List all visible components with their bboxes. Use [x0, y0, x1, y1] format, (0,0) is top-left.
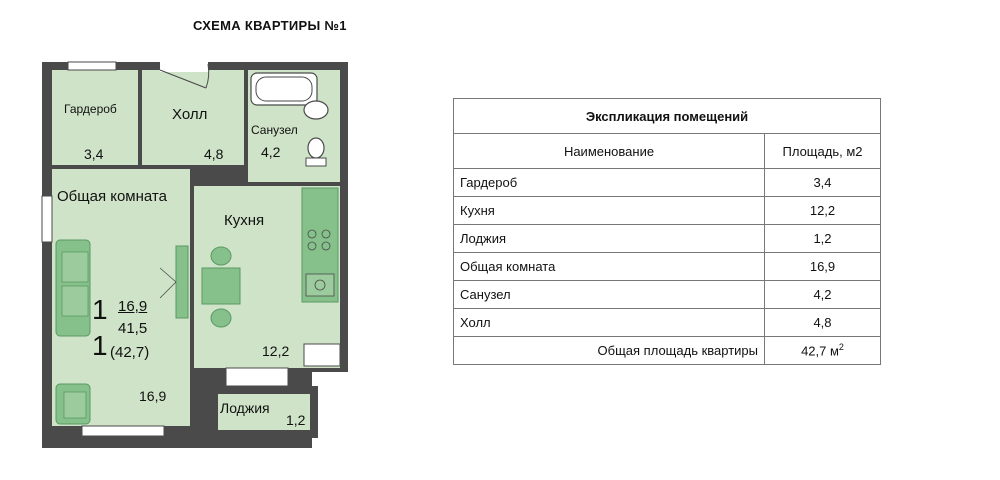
- room-label-garderob: Гардероб: [64, 102, 117, 116]
- total-area-value: 42,7 м: [801, 343, 839, 359]
- row-area: 4,2: [764, 280, 881, 309]
- code-type: 1: [92, 330, 108, 361]
- row-name: Общая комната: [453, 252, 765, 281]
- room-area-sanuzel: 4,2: [261, 144, 281, 160]
- room-lodzhiya: [218, 394, 310, 430]
- room-label-kuhnya: Кухня: [224, 212, 265, 229]
- sink-icon: [303, 100, 329, 120]
- row-area: 4,8: [764, 308, 881, 337]
- room-label-lodzhiya: Лоджия: [220, 400, 270, 416]
- row-name: Кухня: [453, 196, 765, 225]
- code-rooms: 1: [92, 294, 108, 325]
- kitchen-sink-icon: [305, 273, 335, 297]
- room-label-sanuzel: Санузел: [251, 123, 298, 137]
- room-label-obshaya: Общая комната: [57, 188, 167, 205]
- total-area-unit-sup: 2: [838, 342, 844, 353]
- table-row: Санузел 4,2: [453, 280, 881, 309]
- row-area: 12,2: [764, 196, 881, 225]
- room-label-holl: Холл: [172, 106, 208, 123]
- stove-icon: [307, 229, 317, 239]
- balcony-door: [225, 367, 289, 387]
- page-title: СХЕМА КВАРТИРЫ №1: [193, 18, 347, 33]
- room-area-holl: 4,8: [204, 146, 224, 162]
- room-area-garderob: 3,4: [84, 146, 104, 162]
- table-row: Гардероб 3,4: [453, 168, 881, 197]
- row-area: 1,2: [764, 224, 881, 253]
- table-row: Кухня 12,2: [453, 196, 881, 225]
- room-holl: [142, 70, 244, 165]
- row-name: Санузел: [453, 280, 765, 309]
- row-area: 16,9: [764, 252, 881, 281]
- table-total-row: Общая площадь квартиры 42,7 м2: [453, 336, 881, 365]
- table-caption: Экспликация помещений: [453, 98, 881, 134]
- row-area: 3,4: [764, 168, 881, 197]
- dining-table-icon: [201, 267, 241, 305]
- code-total-area: 41,5: [118, 320, 148, 337]
- table-row: Холл 4,8: [453, 308, 881, 337]
- column-header-name: Наименование: [453, 133, 765, 169]
- column-header-area: Площадь, м2: [764, 133, 881, 169]
- chair-icon: [210, 246, 232, 266]
- total-name: Общая площадь квартиры: [453, 336, 765, 365]
- code-total-with-balcony: (42,7): [110, 344, 150, 361]
- table-row: Общая комната 16,9: [453, 252, 881, 281]
- tv-stand-icon: [175, 245, 189, 319]
- fridge-icon: [303, 343, 341, 367]
- toilet-icon: [307, 137, 325, 159]
- table-row: Лоджия 1,2: [453, 224, 881, 253]
- explication-table: Экспликация помещений Наименование Площа…: [453, 98, 881, 365]
- row-name: Холл: [453, 308, 765, 337]
- room-area-lodzhiya: 1,2: [286, 412, 306, 428]
- total-area: 42,7 м2: [764, 336, 881, 365]
- window: [41, 195, 53, 243]
- row-name: Лоджия: [453, 224, 765, 253]
- room-area-obshaya: 16,9: [139, 388, 167, 404]
- floor-plan: [41, 58, 352, 452]
- table-header-row: Наименование Площадь, м2: [453, 133, 881, 169]
- chair-icon: [210, 308, 232, 328]
- apartment-code: 1 16,9 41,5 1 (42,7): [92, 292, 172, 372]
- room-area-kuhnya: 12,2: [262, 343, 290, 359]
- window: [81, 425, 165, 437]
- code-living-area: 16,9: [118, 298, 148, 315]
- row-name: Гардероб: [453, 168, 765, 197]
- room-garderob: [52, 70, 138, 165]
- window: [67, 61, 117, 71]
